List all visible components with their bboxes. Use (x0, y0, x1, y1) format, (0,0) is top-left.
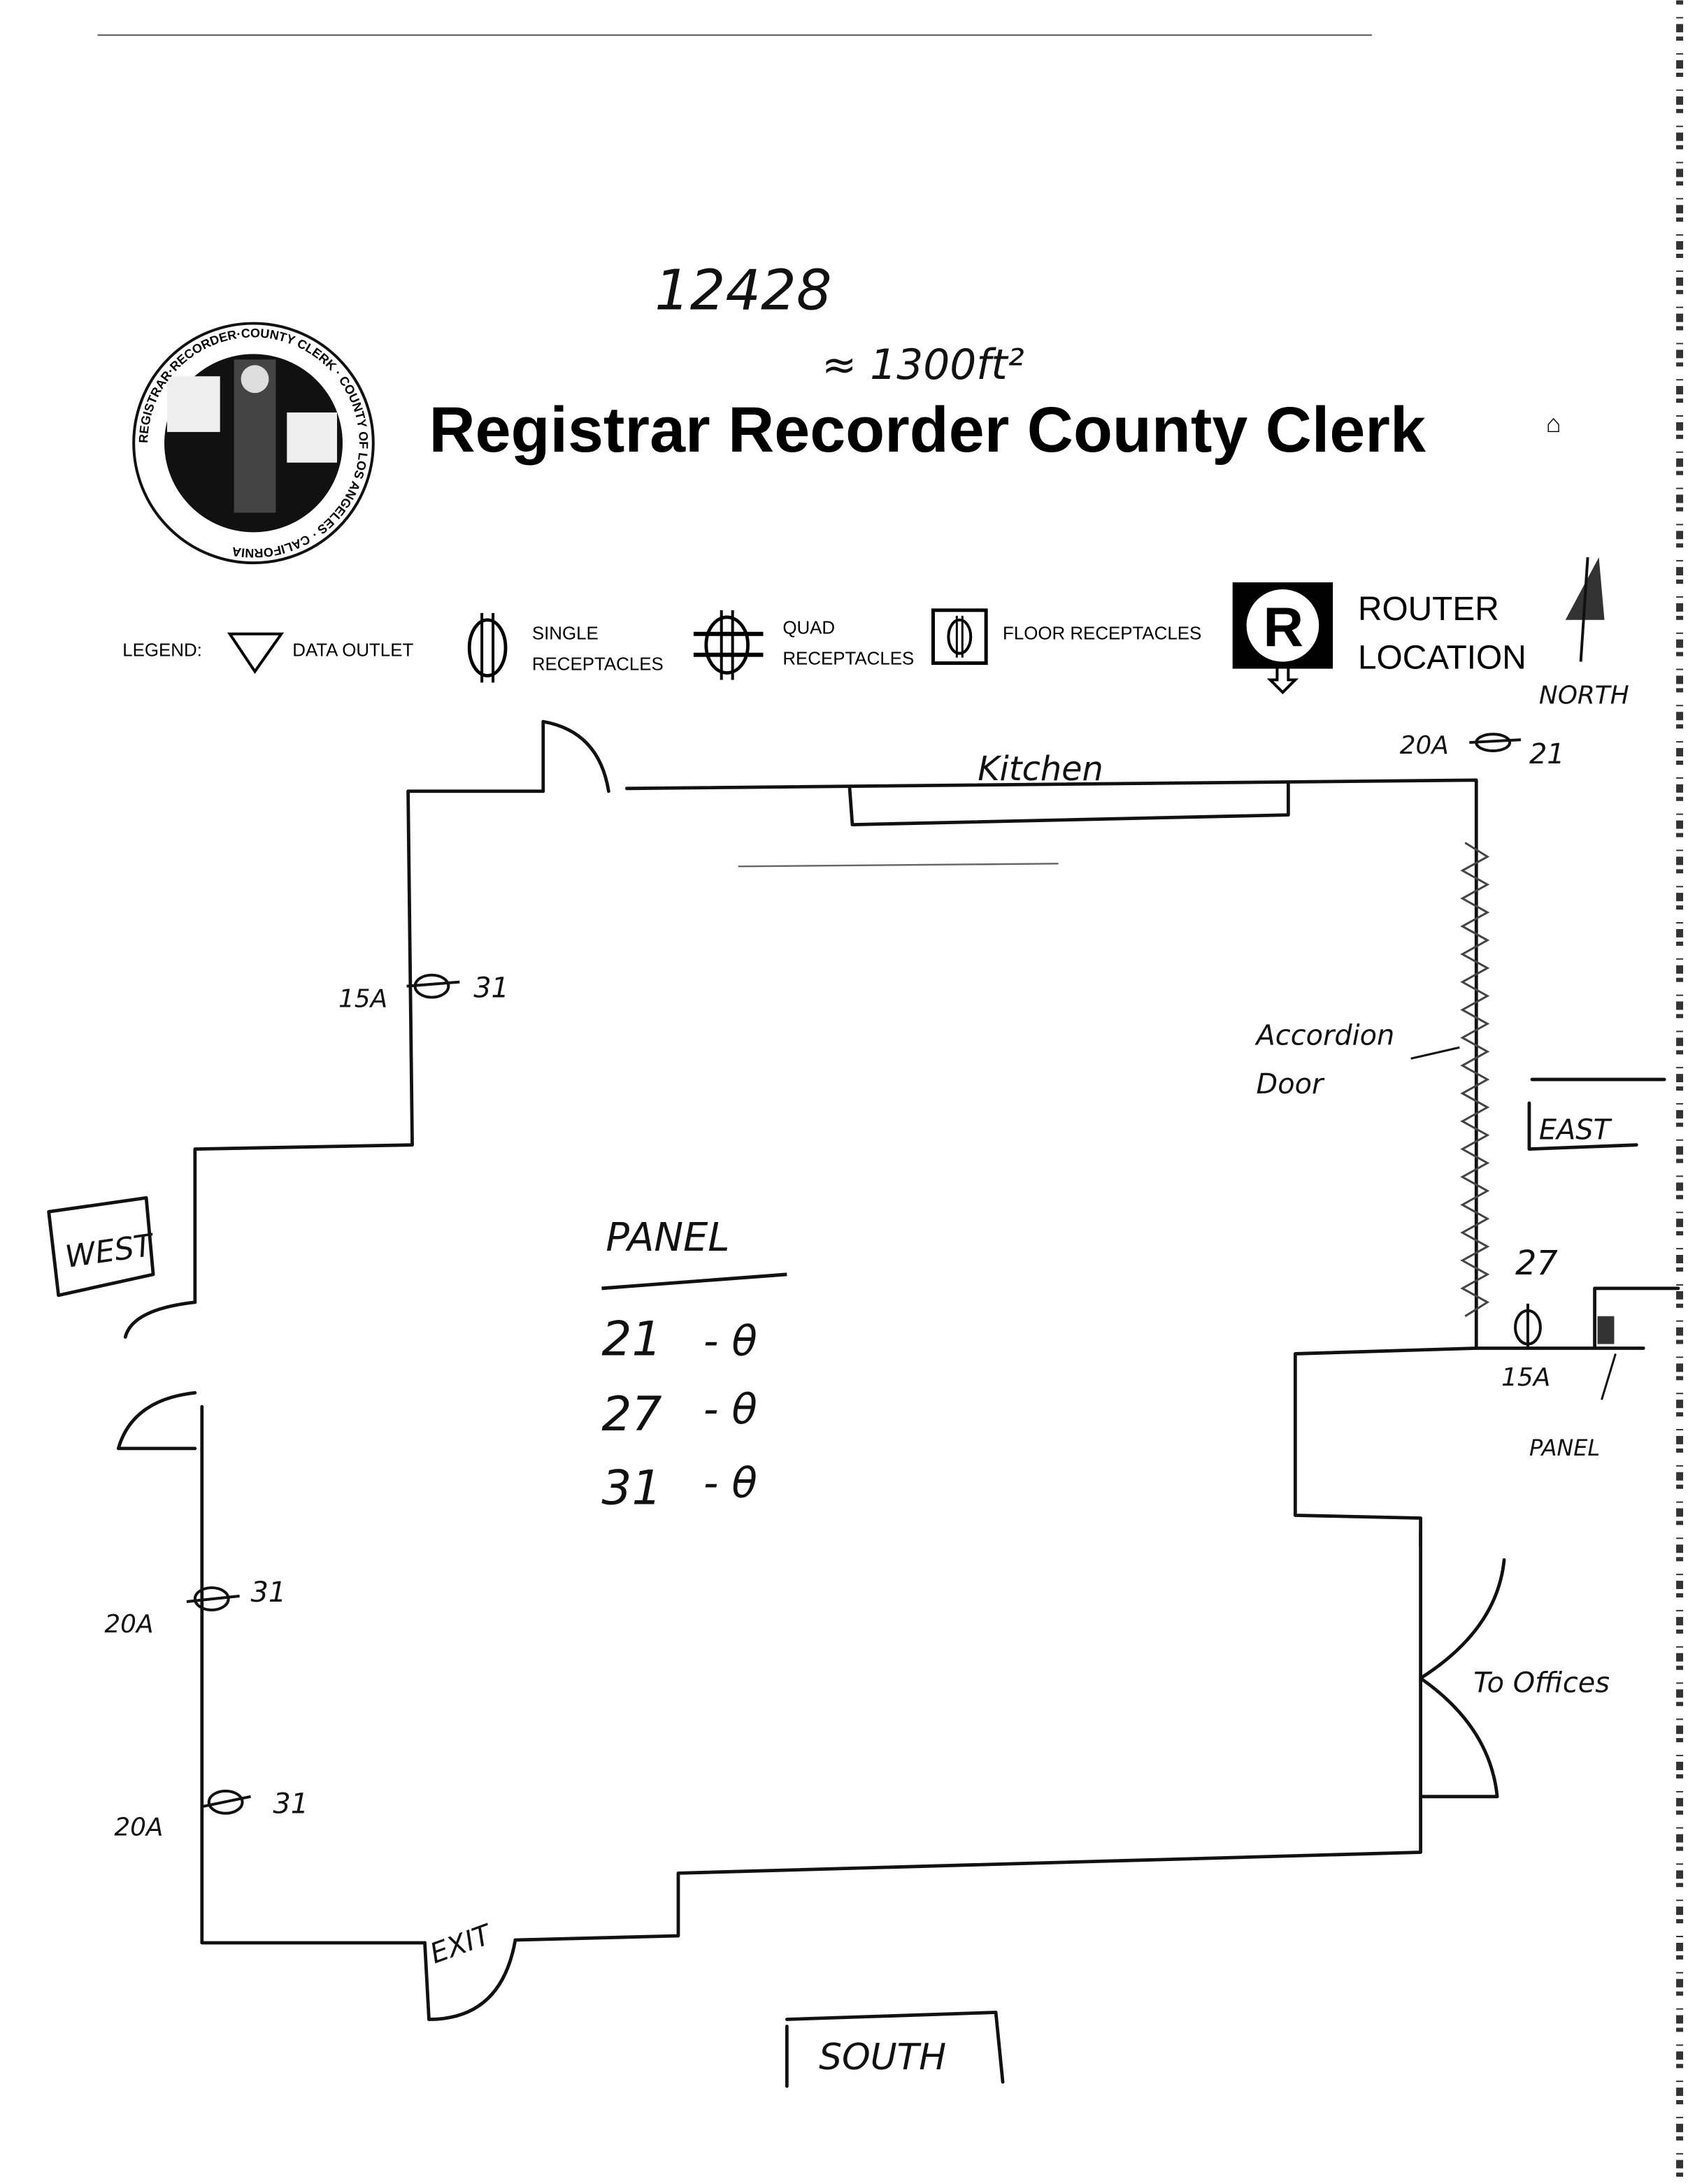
svg-text:21: 21 (1529, 738, 1565, 770)
outlet-20a-31-lower: 20A 31 (114, 1788, 308, 1842)
svg-text:31: 31 (273, 1788, 308, 1820)
svg-text:LOCATION: LOCATION (1358, 640, 1526, 677)
handwritten-id: 12428 (655, 258, 831, 323)
svg-text:FLOOR RECEPTACLES: FLOOR RECEPTACLES (1003, 624, 1201, 644)
outlet-20a-21: 20A 21 (1400, 731, 1565, 770)
north-label: NORTH (1539, 681, 1629, 710)
outlet-15a-31: 15A 31 (338, 972, 509, 1014)
svg-text:20A: 20A (1400, 731, 1449, 760)
svg-text:27: 27 (1515, 1244, 1558, 1283)
svg-text:20A: 20A (104, 1610, 153, 1639)
svg-text:31: 31 (251, 1576, 287, 1609)
exit-label: EXIT (426, 1918, 496, 1970)
west-door-swing (116, 1300, 197, 1451)
east-label-box (1527, 1077, 1666, 1151)
svg-text:RECEPTACLES: RECEPTACLES (532, 655, 664, 675)
floor-receptacle-icon (931, 608, 988, 666)
south-label-box (785, 2011, 1005, 2088)
single-receptacle-icon (467, 612, 508, 683)
kitchen-label: Kitchen (978, 750, 1103, 789)
offices-door-swing (1419, 1530, 1506, 1799)
legend-data-outlet-label: DATA OUTLET (292, 641, 413, 661)
panel-location-label: PANEL (1529, 1435, 1600, 1461)
west-label-box (47, 1195, 155, 1298)
data-outlet-icon (227, 632, 285, 675)
accordion-door-label-1: Accordion (1254, 1019, 1395, 1051)
svg-text:- θ: - θ (703, 1460, 757, 1508)
east-label: EAST (1539, 1114, 1612, 1147)
svg-text:RECEPTACLES: RECEPTACLES (782, 649, 914, 669)
svg-text:31: 31 (473, 972, 509, 1005)
south-label: SOUTH (819, 2036, 946, 2078)
svg-text:QUAD: QUAD (782, 619, 835, 638)
svg-text:20A: 20A (114, 1813, 163, 1842)
north-arrow-icon (1565, 557, 1605, 662)
west-label: WEST (63, 1227, 157, 1274)
outlet-15a-27: 27 15A (1501, 1244, 1558, 1392)
svg-text:31: 31 (601, 1460, 661, 1516)
svg-text:15A: 15A (338, 985, 387, 1014)
svg-text:SINGLE: SINGLE (532, 624, 599, 644)
kitchen-counter (847, 781, 1290, 826)
county-seal-logo: REGISTRAR·RECORDER·COUNTY CLERK · COUNTY… (132, 322, 375, 565)
outlet-20a-31-upper: 20A 31 (104, 1576, 286, 1639)
svg-text:- θ: - θ (703, 1386, 757, 1434)
to-offices-label: To Offices (1473, 1667, 1610, 1699)
svg-text:R: R (1264, 596, 1304, 659)
floor-plan-walls (47, 719, 1680, 2088)
page-title: Registrar Recorder County Clerk (429, 394, 1426, 466)
panel-circuit-list: PANEL 21 - θ 27 - θ 31 - θ (601, 1215, 787, 1516)
exit-door-swing (423, 1938, 517, 2021)
svg-text:21: 21 (601, 1311, 661, 1366)
quad-receptacle-icon (693, 610, 764, 680)
svg-text:15A: 15A (1501, 1363, 1550, 1392)
panel-list-title: PANEL (606, 1215, 729, 1260)
north-door-swing (541, 719, 610, 793)
faint-mark: ⌂ (1546, 410, 1561, 438)
accordion-door-label-2: Door (1257, 1068, 1325, 1100)
svg-text:ROUTER: ROUTER (1358, 591, 1499, 628)
handwritten-area: ≈ 1300ft² (822, 341, 1024, 389)
legend-label: LEGEND: (122, 641, 202, 661)
router-icon: R (1232, 582, 1333, 695)
accordion-door (1460, 842, 1490, 1317)
svg-text:- θ: - θ (703, 1317, 757, 1365)
legend: LEGEND: DATA OUTLET SINGLE RECEPTACLES Q… (122, 582, 1526, 695)
svg-text:27: 27 (601, 1386, 661, 1442)
